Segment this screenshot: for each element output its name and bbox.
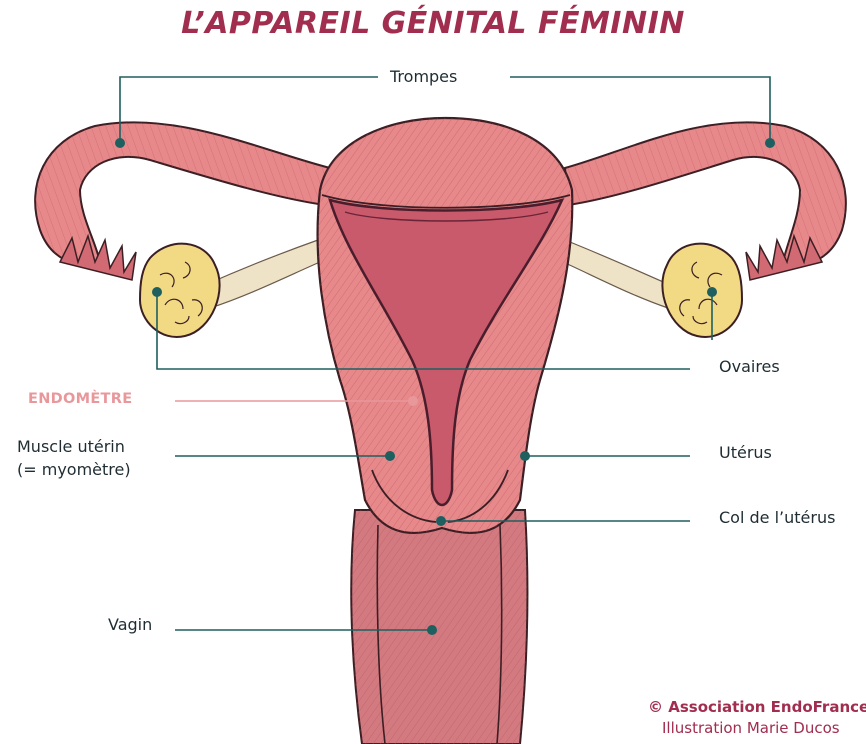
label-uterus: Utérus (719, 442, 772, 463)
left-ovary-dot (152, 287, 162, 297)
uterus-dot (520, 451, 530, 461)
label-trompes: Trompes (384, 66, 463, 87)
label-myometre: (= myomètre) (17, 459, 131, 480)
credit-association: © Association EndoFrance (648, 697, 866, 718)
uterus (318, 118, 573, 533)
left-fimbriae (60, 236, 136, 280)
label-endometre: ENDOMÈTRE (28, 389, 132, 410)
right-tube-dot (765, 138, 775, 148)
left-ovarian-ligament (205, 240, 320, 308)
right-ovary (662, 244, 742, 337)
right-ovarian-ligament (563, 240, 670, 308)
vagina (351, 510, 527, 744)
credit: © Association EndoFrance Illustration Ma… (648, 697, 866, 739)
label-muscle-uterin: Muscle utérin (17, 436, 125, 457)
col-dot (436, 516, 446, 526)
label-col-uterus: Col de l’utérus (719, 507, 835, 528)
right-fimbriae (746, 236, 822, 280)
label-vagin: Vagin (108, 614, 152, 635)
left-tube-dot (115, 138, 125, 148)
credit-illustrator: Illustration Marie Ducos (648, 718, 866, 739)
endometre-dot (408, 396, 418, 406)
vagin-dot (427, 625, 437, 635)
muscle-dot (385, 451, 395, 461)
left-ovary (140, 244, 220, 337)
label-ovaires: Ovaires (719, 356, 780, 377)
right-ovary-dot (707, 287, 717, 297)
